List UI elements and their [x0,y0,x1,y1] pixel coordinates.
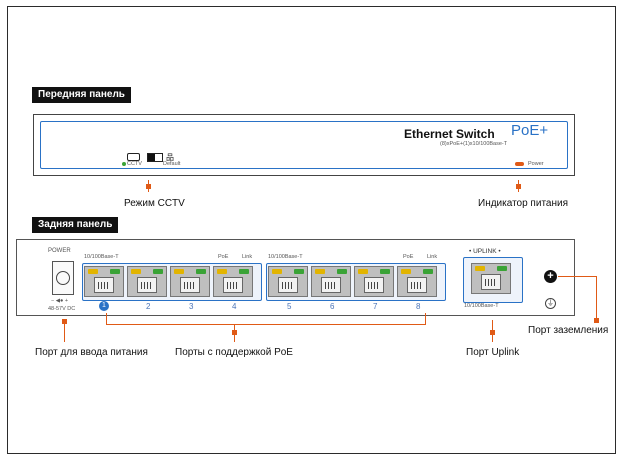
poe-port-2[interactable] [127,266,167,297]
brand-subtitle: (8)xPoE+(1)x10/100Base-T [440,141,508,147]
rj45-jack [407,277,427,293]
led-link [110,269,120,274]
led-link [239,269,249,274]
led-link [294,269,304,274]
front-panel-bezel [40,121,568,169]
led-poe [272,269,282,274]
right-group-link: Link [427,254,438,260]
uplink-title: • UPLINK • [469,248,501,255]
callout-line-power-port [64,324,65,342]
rj45-jack [137,277,157,293]
callout-marker-power-led [516,184,521,189]
caption-ground: Порт заземления [528,325,609,336]
led-link [380,269,390,274]
port-number-1: 1 [99,301,109,311]
right-group-speed: 10/100Base-T [268,254,303,260]
led-link [337,269,347,274]
led-poe [88,269,98,274]
right-group-poe: PoE [403,254,414,260]
bracket-bottom [106,324,426,325]
poe-port-4[interactable] [213,266,253,297]
diagram-frame [7,6,616,454]
led-poe [401,269,411,274]
poe-port-5[interactable] [268,266,308,297]
rj45-jack [481,274,501,290]
uplink-port[interactable] [471,263,511,294]
cctv-led [122,162,126,166]
rj45-jack [364,277,384,293]
callout-line-ground-v [596,276,597,322]
power-led [515,162,524,166]
port-number-8: 8 [416,302,421,311]
power-led-label: Power [528,161,544,167]
power-title: POWER [48,248,71,254]
rj45-jack [180,277,200,293]
bracket-right [425,313,426,324]
left-group-poe: PoE [218,254,229,260]
port-number-5: 5 [287,302,292,311]
port-number-7: 7 [373,302,378,311]
uplink-speed: 10/100Base-T [464,303,499,309]
led-poe [131,269,141,274]
switch-cctv-label: CCTV [127,161,142,167]
callout-line-ground-h [558,276,596,277]
ground-screw-icon: + [544,270,557,283]
callout-marker-poe [232,330,237,335]
poe-port-8[interactable] [397,266,437,297]
caption-cctv-mode: Режим CCTV [124,198,185,209]
poe-port-6[interactable] [311,266,351,297]
poe-port-3[interactable] [170,266,210,297]
port-number-3: 3 [189,302,194,311]
led-link [423,269,433,274]
led-poe [475,266,485,271]
caption-power-indicator: Индикатор питания [478,198,568,209]
bracket-left [106,313,107,324]
power-polarity: − ◀● + [51,298,69,304]
ground-symbol-icon: ⏚ [545,298,556,309]
left-group-speed: 10/100Base-T [84,254,119,260]
power-jack [52,261,74,295]
led-link [196,269,206,274]
led-link [497,266,507,271]
rj45-jack [321,277,341,293]
power-voltage: 48-57V DC [48,306,76,312]
led-poe [174,269,184,274]
callout-marker-power-port [62,319,67,324]
switch-default-label: Default [163,161,181,167]
power-jack-socket [56,271,70,285]
left-group-link: Link [242,254,253,260]
led-poe [358,269,368,274]
rj45-jack [278,277,298,293]
rj45-jack [94,277,114,293]
caption-uplink: Порт Uplink [466,347,520,358]
poe-port-1[interactable] [84,266,124,297]
led-link [153,269,163,274]
mode-switch-knob [148,154,155,161]
brand-name: Ethernet Switch [404,127,495,141]
port-number-4: 4 [232,302,237,311]
rear-panel-title: Задняя панель [32,217,119,233]
caption-power-port: Порт для ввода питания [35,347,148,358]
callout-marker-uplink [490,330,495,335]
poe-port-7[interactable] [354,266,394,297]
callout-marker-cctv [146,184,151,189]
callout-marker-ground [594,318,599,323]
port-number-2: 2 [146,302,151,311]
caption-poe-ports: Порты с поддержкой PoE [175,347,293,358]
network-icon: 品 [166,153,174,162]
led-poe [217,269,227,274]
port-number-6: 6 [330,302,335,311]
front-panel-title: Передняя панель [32,87,131,103]
rj45-jack [223,277,243,293]
mode-switch[interactable] [147,153,163,162]
led-poe [315,269,325,274]
cctv-icon [127,153,140,161]
brand-suffix: PoE+ [511,122,549,139]
